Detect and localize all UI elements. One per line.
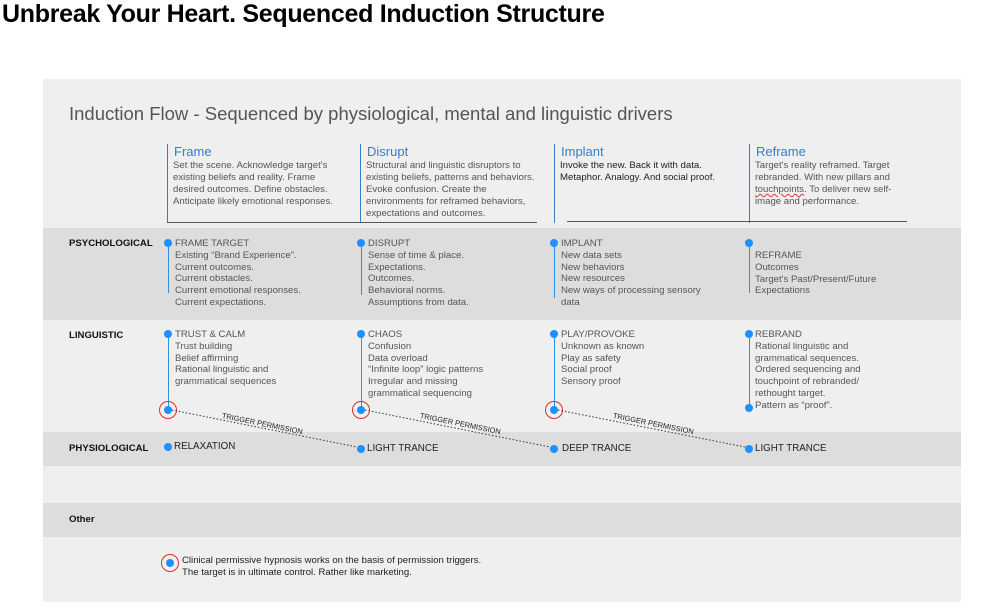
timeline-line: [361, 243, 362, 295]
phase-underline: [167, 222, 537, 223]
phase-divider: [749, 144, 750, 223]
phase-description: Invoke the new. Back it with data.Metaph…: [560, 160, 716, 183]
timeline-line: [168, 243, 169, 293]
timeline-dot: [550, 330, 558, 338]
timeline-line: [168, 334, 169, 410]
phase-heading: Frame: [174, 144, 212, 159]
phase-divider: [554, 144, 555, 223]
phase-heading: Implant: [561, 144, 604, 159]
trigger-ring: [352, 401, 370, 419]
band-other: [43, 503, 961, 537]
physio-dot: [164, 443, 172, 451]
phase-underline: [567, 221, 907, 222]
timeline-dot: [357, 239, 365, 247]
physio-dot: [357, 445, 365, 453]
phase-divider: [360, 144, 361, 223]
timeline-line: [554, 334, 555, 410]
timeline-dot: [357, 330, 365, 338]
trigger-line: [364, 409, 551, 448]
legend-ring: [161, 554, 179, 572]
timeline-dot: [550, 239, 558, 247]
physio-dot: [745, 445, 753, 453]
timeline-line: [361, 334, 362, 410]
timeline-dot: [164, 330, 172, 338]
timeline-dot: [745, 330, 753, 338]
legend-note: Clinical permissive hypnosis works on th…: [182, 555, 482, 578]
diagram-subtitle: Induction Flow - Sequenced by physiologi…: [69, 103, 673, 124]
row-label-physiological: PHYSIOLOGICAL: [69, 443, 149, 454]
trigger-ring: [545, 401, 563, 419]
phase-description: Target's reality reframed. Target rebran…: [755, 160, 892, 207]
band-physiological: [43, 432, 961, 466]
physio-state: DEEP TRANCE: [562, 443, 632, 454]
phase-heading: Disrupt: [367, 144, 409, 159]
physio-state: RELAXATION: [174, 441, 236, 452]
timeline-dot: [745, 239, 753, 247]
physio-state: LIGHT TRANCE: [367, 443, 439, 454]
band-psychological: [43, 228, 961, 320]
trigger-line: [557, 409, 746, 448]
physio-dot: [550, 445, 558, 453]
timeline-dot: [164, 239, 172, 247]
page-title: Unbreak Your Heart. Sequenced Induction …: [2, 0, 605, 28]
timeline-line: [749, 243, 750, 293]
trigger-ring: [159, 401, 177, 419]
misspelling-underline: touchpoints: [755, 184, 805, 195]
physio-state: LIGHT TRANCE: [755, 443, 827, 454]
timeline-line: [749, 334, 750, 408]
timeline-line: [554, 243, 555, 298]
row-label-psychological: PSYCHOLOGICAL: [69, 238, 153, 249]
phase-heading: Reframe: [756, 144, 806, 159]
row-label-linguistic: LINGUISTIC: [69, 330, 124, 341]
phase-divider: [167, 144, 168, 223]
timeline-dot: [745, 404, 753, 412]
row-label-other: Other: [69, 514, 95, 525]
